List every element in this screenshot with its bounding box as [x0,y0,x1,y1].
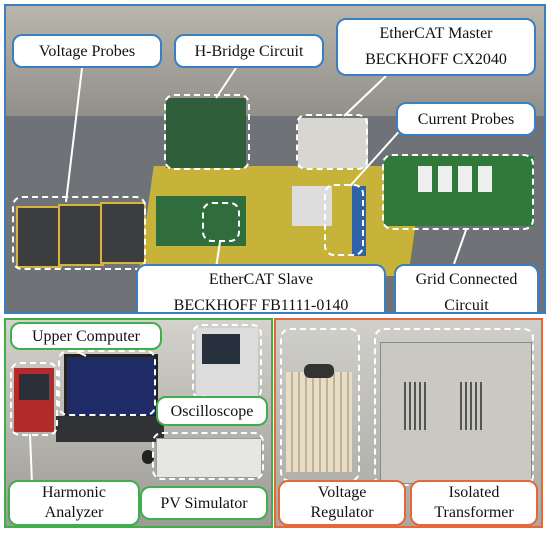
top-photo-panel: Voltage Probes H-Bridge Circuit EtherCAT… [4,4,546,314]
h-bridge-text: H-Bridge Circuit [194,43,304,60]
harmonic-analyzer-line1: Harmonic [42,484,106,501]
isolated-transformer-line1: Isolated [448,484,500,501]
ethercat-master-highlight [296,114,368,170]
ethercat-slave-line1: EtherCAT Slave [208,271,314,288]
ethercat-master-line2: BECKHOFF CX2040 [365,51,507,68]
voltage-regulator-highlight [280,328,360,482]
relay-2 [438,166,452,192]
ethercat-slave-highlight [202,202,240,242]
ethercat-master-label: EtherCAT Master BECKHOFF CX2040 [336,18,536,76]
upper-computer-label: Upper Computer [10,322,162,350]
pv-simulator-label: PV Simulator [140,486,268,520]
isolated-transformer-label: Isolated Transformer [410,480,538,526]
current-probes-label: Current Probes [396,102,536,136]
voltage-probes-text: Voltage Probes [38,43,136,60]
oscilloscope-screen [202,334,240,364]
upper-computer-highlight [58,350,156,416]
harmonic-analyzer-line2: Analyzer [44,504,104,521]
voltage-regulator-body [286,372,352,472]
grid-connected-line1: Grid Connected [415,271,518,288]
ethercat-master-line1: EtherCAT Master [379,25,493,42]
mouse [142,450,154,464]
voltage-regulator-label: Voltage Regulator [278,480,406,526]
ethercat-slave-line2: BECKHOFF FB1111-0140 [173,297,349,314]
transformer-vent-right [460,382,484,430]
voltage-probes-highlight [12,196,146,270]
oscilloscope-highlight [192,324,262,400]
harmonic-analyzer-label: Harmonic Analyzer [8,480,140,526]
isolated-transformer-line2: Transformer [434,504,514,521]
voltage-probe-box-1 [16,206,62,268]
bottom-right-photo-panel: Voltage Regulator Isolated Transformer [274,318,543,528]
pv-simulator-text: PV Simulator [160,495,248,512]
voltage-regulator-line1: Voltage [317,484,367,501]
bottom-left-photo-panel: Upper Computer Oscilloscope Harmonic Ana… [4,318,273,528]
grid-connected-label: Grid Connected Circuit [394,264,539,314]
transformer-vent-left [404,382,428,430]
harmonic-analyzer-highlight [10,362,58,436]
h-bridge-highlight [164,94,250,170]
relay-4 [478,166,492,192]
h-bridge-board [166,98,246,168]
laptop-base [56,416,164,442]
voltage-probes-label: Voltage Probes [12,34,162,68]
relay-3 [458,166,472,192]
upper-computer-text: Upper Computer [32,328,140,345]
ethercat-slave-label: EtherCAT Slave BECKHOFF FB1111-0140 [136,264,386,314]
grid-connected-highlight [382,154,534,230]
oscilloscope-text: Oscilloscope [170,403,254,420]
pv-simulator-device [156,438,262,478]
grid-connected-line2: Circuit [444,297,489,314]
current-probes-text: Current Probes [417,111,515,128]
pv-simulator-highlight [152,432,264,480]
voltage-regulator-line2: Regulator [310,504,374,521]
h-bridge-label: H-Bridge Circuit [174,34,324,68]
relay-1 [418,166,432,192]
isolated-transformer-highlight [374,328,534,486]
harmonic-analyzer-screen [19,374,49,400]
oscilloscope-label: Oscilloscope [156,396,268,426]
current-probes-highlight [324,184,364,256]
voltage-regulator-knob [304,364,334,378]
